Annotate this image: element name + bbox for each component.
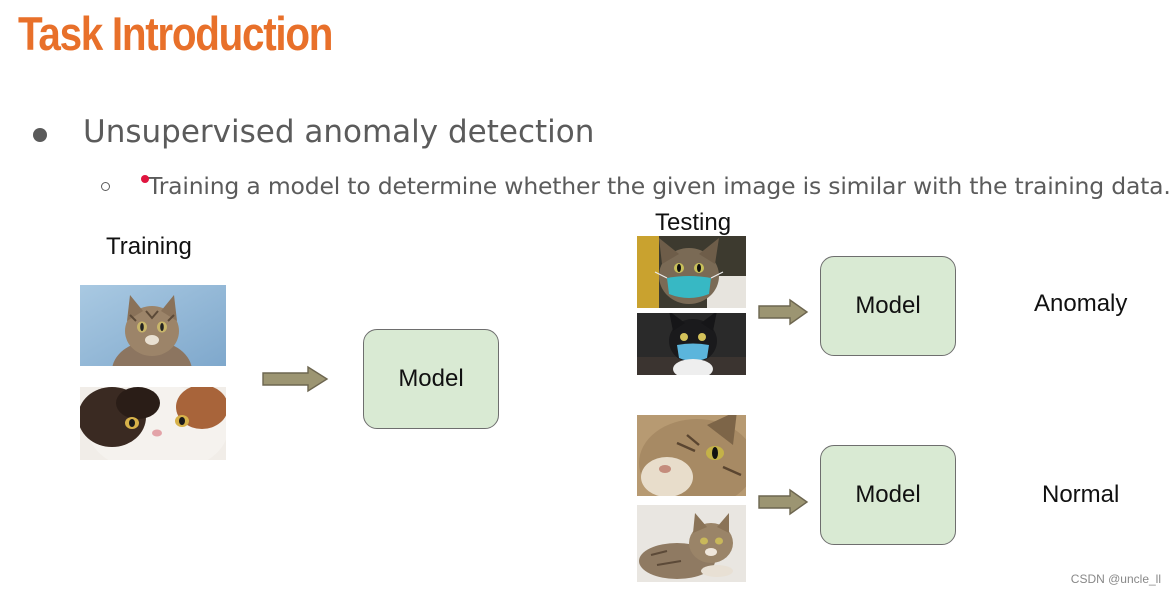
watermark: CSDN @uncle_ll bbox=[1070, 572, 1161, 586]
arrow-icon bbox=[262, 365, 329, 393]
testing-label: Testing bbox=[655, 209, 732, 236]
laser-pointer-dot bbox=[141, 175, 149, 183]
cat-photo bbox=[80, 285, 226, 366]
arrow-icon bbox=[758, 298, 809, 326]
testing-model-normal-box: Model bbox=[820, 445, 956, 545]
tabby-cat-lying-photo bbox=[637, 505, 746, 582]
page-title: Task Introduction bbox=[18, 7, 333, 60]
training-model-box: Model bbox=[363, 329, 499, 429]
arrow-icon bbox=[758, 488, 809, 516]
fluffy-cat-photo bbox=[80, 387, 226, 460]
bullet-dot bbox=[33, 128, 47, 142]
sub-bullet-circle bbox=[101, 182, 110, 191]
result-anomaly: Anomaly bbox=[1034, 290, 1128, 317]
cat-with-mask-photo bbox=[637, 236, 746, 308]
testing-model-anomaly-box: Model bbox=[820, 256, 956, 356]
bullet-training-description: Training a model to determine whether th… bbox=[148, 172, 1171, 200]
black-cat-with-mask-photo bbox=[637, 313, 746, 375]
bullet-unsupervised: Unsupervised anomaly detection bbox=[83, 114, 595, 150]
cat-closeup-photo bbox=[637, 415, 746, 496]
result-normal: Normal bbox=[1042, 481, 1120, 508]
training-label: Training bbox=[106, 233, 192, 260]
